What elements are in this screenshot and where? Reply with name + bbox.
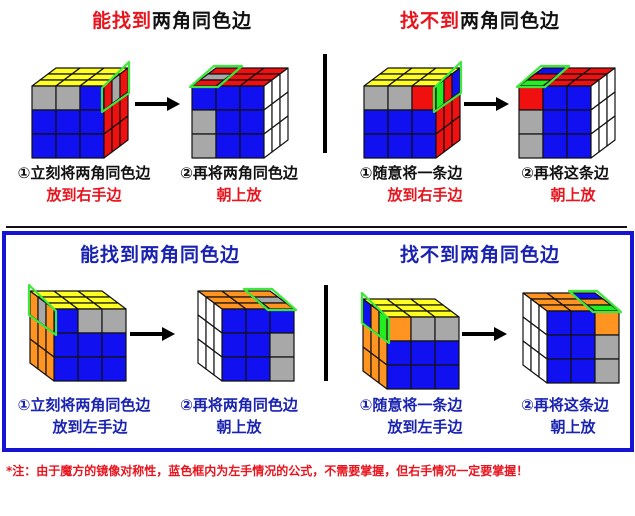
step1-emphasis: 放到左手边 [52, 418, 128, 436]
arrow-icon [135, 97, 180, 111]
vertical-divider [323, 54, 327, 153]
step2-instruction: ②再将两角同色边 [180, 164, 298, 182]
step1-instruction: ①随意将一条边 [359, 164, 463, 182]
title-rest: 两角同色边 [152, 10, 253, 32]
arrow-icon [462, 327, 507, 341]
step1-instruction: ①立刻将两角同色边 [17, 396, 151, 414]
step1-emphasis: 放到右手边 [46, 186, 122, 204]
left-hand-cases-frame [2, 231, 634, 452]
step1-emphasis: 放到右手边 [387, 186, 463, 204]
title-rest: 两角同色边 [460, 10, 561, 32]
cube-bottom-left-after [197, 287, 298, 382]
cube-bottom-right-after [522, 289, 623, 384]
step1-instruction: ①随意将一条边 [359, 396, 463, 414]
top-right-title: 找不到两角同色边 [400, 6, 560, 33]
title-highlight: 能找到 [92, 10, 153, 32]
step1-emphasis: 放到左手边 [387, 418, 463, 436]
cube-top-left-after [188, 64, 289, 159]
step2-emphasis: 朝上放 [550, 418, 596, 436]
arrow-icon [130, 327, 175, 341]
cube-top-right-after [515, 64, 616, 159]
step2-instruction: ②再将这条边 [521, 396, 609, 414]
step2-emphasis: 朝上放 [216, 186, 262, 204]
step2-emphasis: 朝上放 [550, 186, 596, 204]
step1-instruction: ①立刻将两角同色边 [17, 164, 151, 182]
top-left-title: 能找到两角同色边 [92, 6, 252, 33]
step2-instruction: ②再将这条边 [521, 164, 609, 182]
step2-emphasis: 朝上放 [216, 418, 262, 436]
bottom-left-title: 能找到两角同色边 [80, 244, 241, 266]
cube-bottom-left-before [27, 283, 127, 382]
cube-top-left-before [31, 60, 131, 159]
bottom-right-title: 找不到两角同色边 [400, 244, 561, 266]
arrow-icon [464, 97, 509, 111]
cube-bottom-right-before [360, 291, 460, 390]
section-divider [6, 226, 627, 228]
step2-instruction: ②再将两角同色边 [180, 396, 298, 414]
cube-top-right-before [363, 60, 463, 159]
footnote: *注：由于魔方的镜像对称性，蓝色框内为左手情况的公式，不需要掌握，但右手情况一定… [6, 464, 529, 478]
title-highlight: 找不到 [400, 10, 461, 32]
vertical-divider [324, 285, 328, 381]
